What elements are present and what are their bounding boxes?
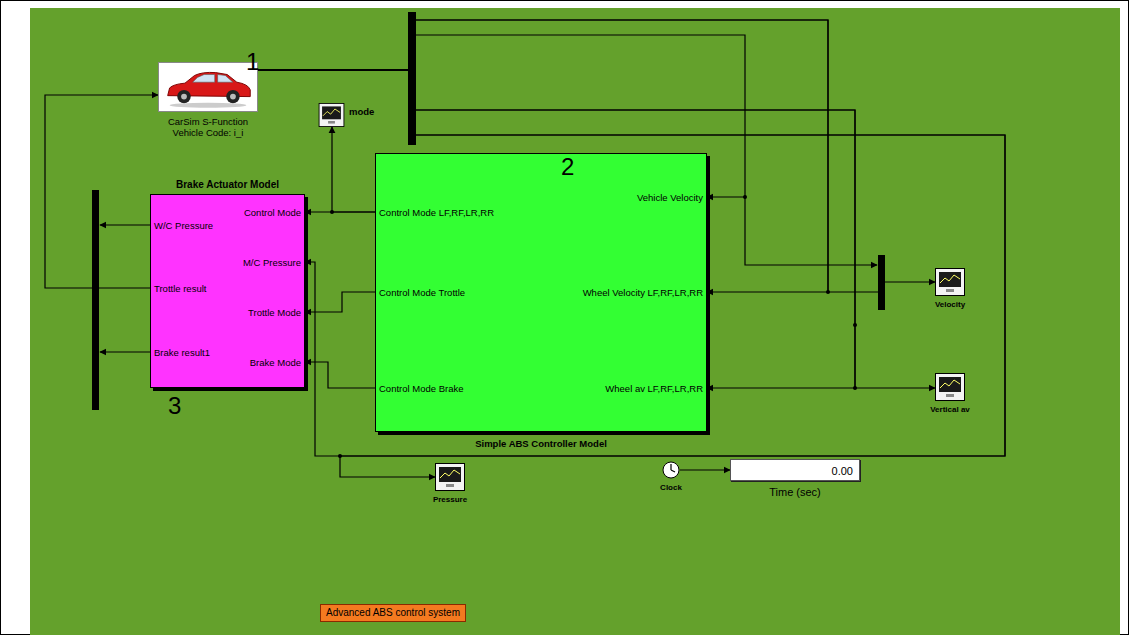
callout-number: 3 — [168, 394, 181, 418]
block-name: Vertical av — [930, 404, 970, 416]
scope-icon — [935, 268, 965, 296]
actuator-block: Brake Actuator ModelW/C PressureControl … — [150, 194, 305, 388]
signal-wire — [100, 351, 150, 352]
block-name: mode — [349, 106, 374, 118]
vehicle-block: CarSim S-FunctionVehicle Code: i_i — [158, 62, 258, 112]
port-name: W/C Pressure — [154, 220, 213, 232]
car-icon — [159, 63, 257, 111]
signal-wire — [855, 300, 877, 325]
port-name: Brake result1 — [154, 347, 210, 359]
clock-block: Clock — [662, 461, 680, 479]
mux-bar — [92, 190, 99, 410]
annotation-box: Advanced ABS control system — [320, 604, 466, 622]
port-name: Control Mode Brake — [379, 383, 463, 395]
scope-icon — [318, 103, 345, 127]
signal-line — [680, 469, 730, 470]
display-block: 0.00Time (sec) — [730, 459, 860, 481]
port-name: Brake Mode — [250, 357, 301, 369]
scope-block: Velocity — [935, 268, 965, 296]
signal-wire — [745, 197, 877, 265]
block-title: Brake Actuator Model — [176, 179, 279, 191]
block-name: Clock — [660, 482, 682, 494]
port-name: Vehicle Velocity — [637, 192, 703, 204]
scope-block: mode — [318, 103, 345, 127]
port-name: Trottle Mode — [248, 307, 301, 319]
block-subtitle: Vehicle Code: i_i — [173, 127, 244, 139]
block-name: Time (sec) — [769, 486, 821, 498]
port-name: Control Mode Trottle — [379, 287, 465, 299]
block-name: Velocity — [935, 299, 965, 311]
port-name: Wheel Velocity LF,RF,LR,RR — [583, 287, 703, 299]
clock-icon — [662, 461, 680, 479]
display-value: 0.00 — [832, 465, 853, 477]
block-name: Pressure — [433, 494, 467, 506]
controller-block: Control Mode LF,RF,LR,RR Vehicle Velocity… — [375, 153, 707, 432]
port-name: Wheel av LF,RF,LR,RR — [605, 383, 703, 395]
signal-line — [332, 127, 375, 212]
signal-line — [258, 70, 1005, 456]
block-name: CarSim S-Function — [168, 116, 248, 128]
block-title: Simple ABS Controller Model — [475, 438, 607, 450]
port-name: Control Mode — [244, 207, 301, 219]
port-name: Trottle result — [154, 283, 206, 295]
signal-line — [45, 95, 158, 288]
callout-number: 1 — [246, 50, 259, 74]
scope-block: Pressure — [435, 463, 465, 491]
port-name: Control Mode LF,RF,LR,RR — [379, 207, 494, 219]
annotation-text: Advanced ABS control system — [326, 607, 460, 619]
signal-wire — [100, 224, 150, 225]
port-name: M/C Pressure — [243, 257, 301, 269]
scope-icon — [435, 463, 465, 491]
scope-icon — [935, 373, 965, 401]
signal-line — [258, 70, 1005, 477]
callout-number: 2 — [561, 155, 574, 179]
scope-block: Vertical av — [935, 373, 965, 401]
